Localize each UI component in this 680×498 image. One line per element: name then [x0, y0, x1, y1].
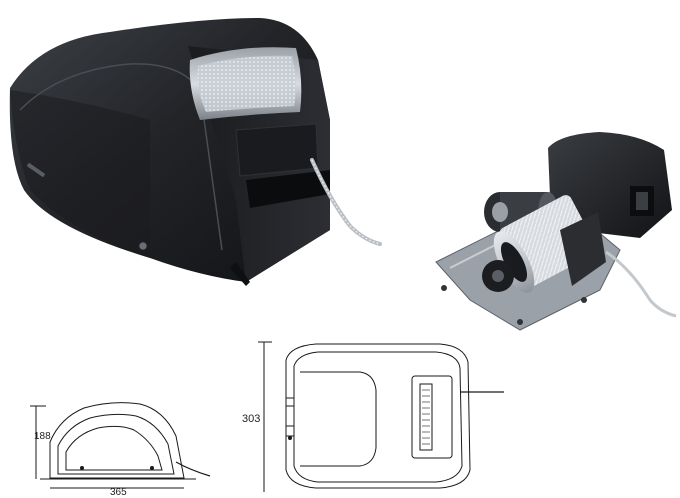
rope-exit [605, 250, 677, 318]
side-height-label: 188 [34, 431, 51, 442]
top-view-drawing [258, 341, 504, 492]
side-length-label: 365 [110, 487, 127, 498]
rope-slot [246, 170, 330, 208]
screw-icon [138, 241, 148, 251]
top-width-label: 303 [242, 413, 261, 425]
winch-open-render [435, 132, 677, 331]
side-view-drawing [30, 402, 211, 489]
winch-closed-render [9, 18, 382, 286]
